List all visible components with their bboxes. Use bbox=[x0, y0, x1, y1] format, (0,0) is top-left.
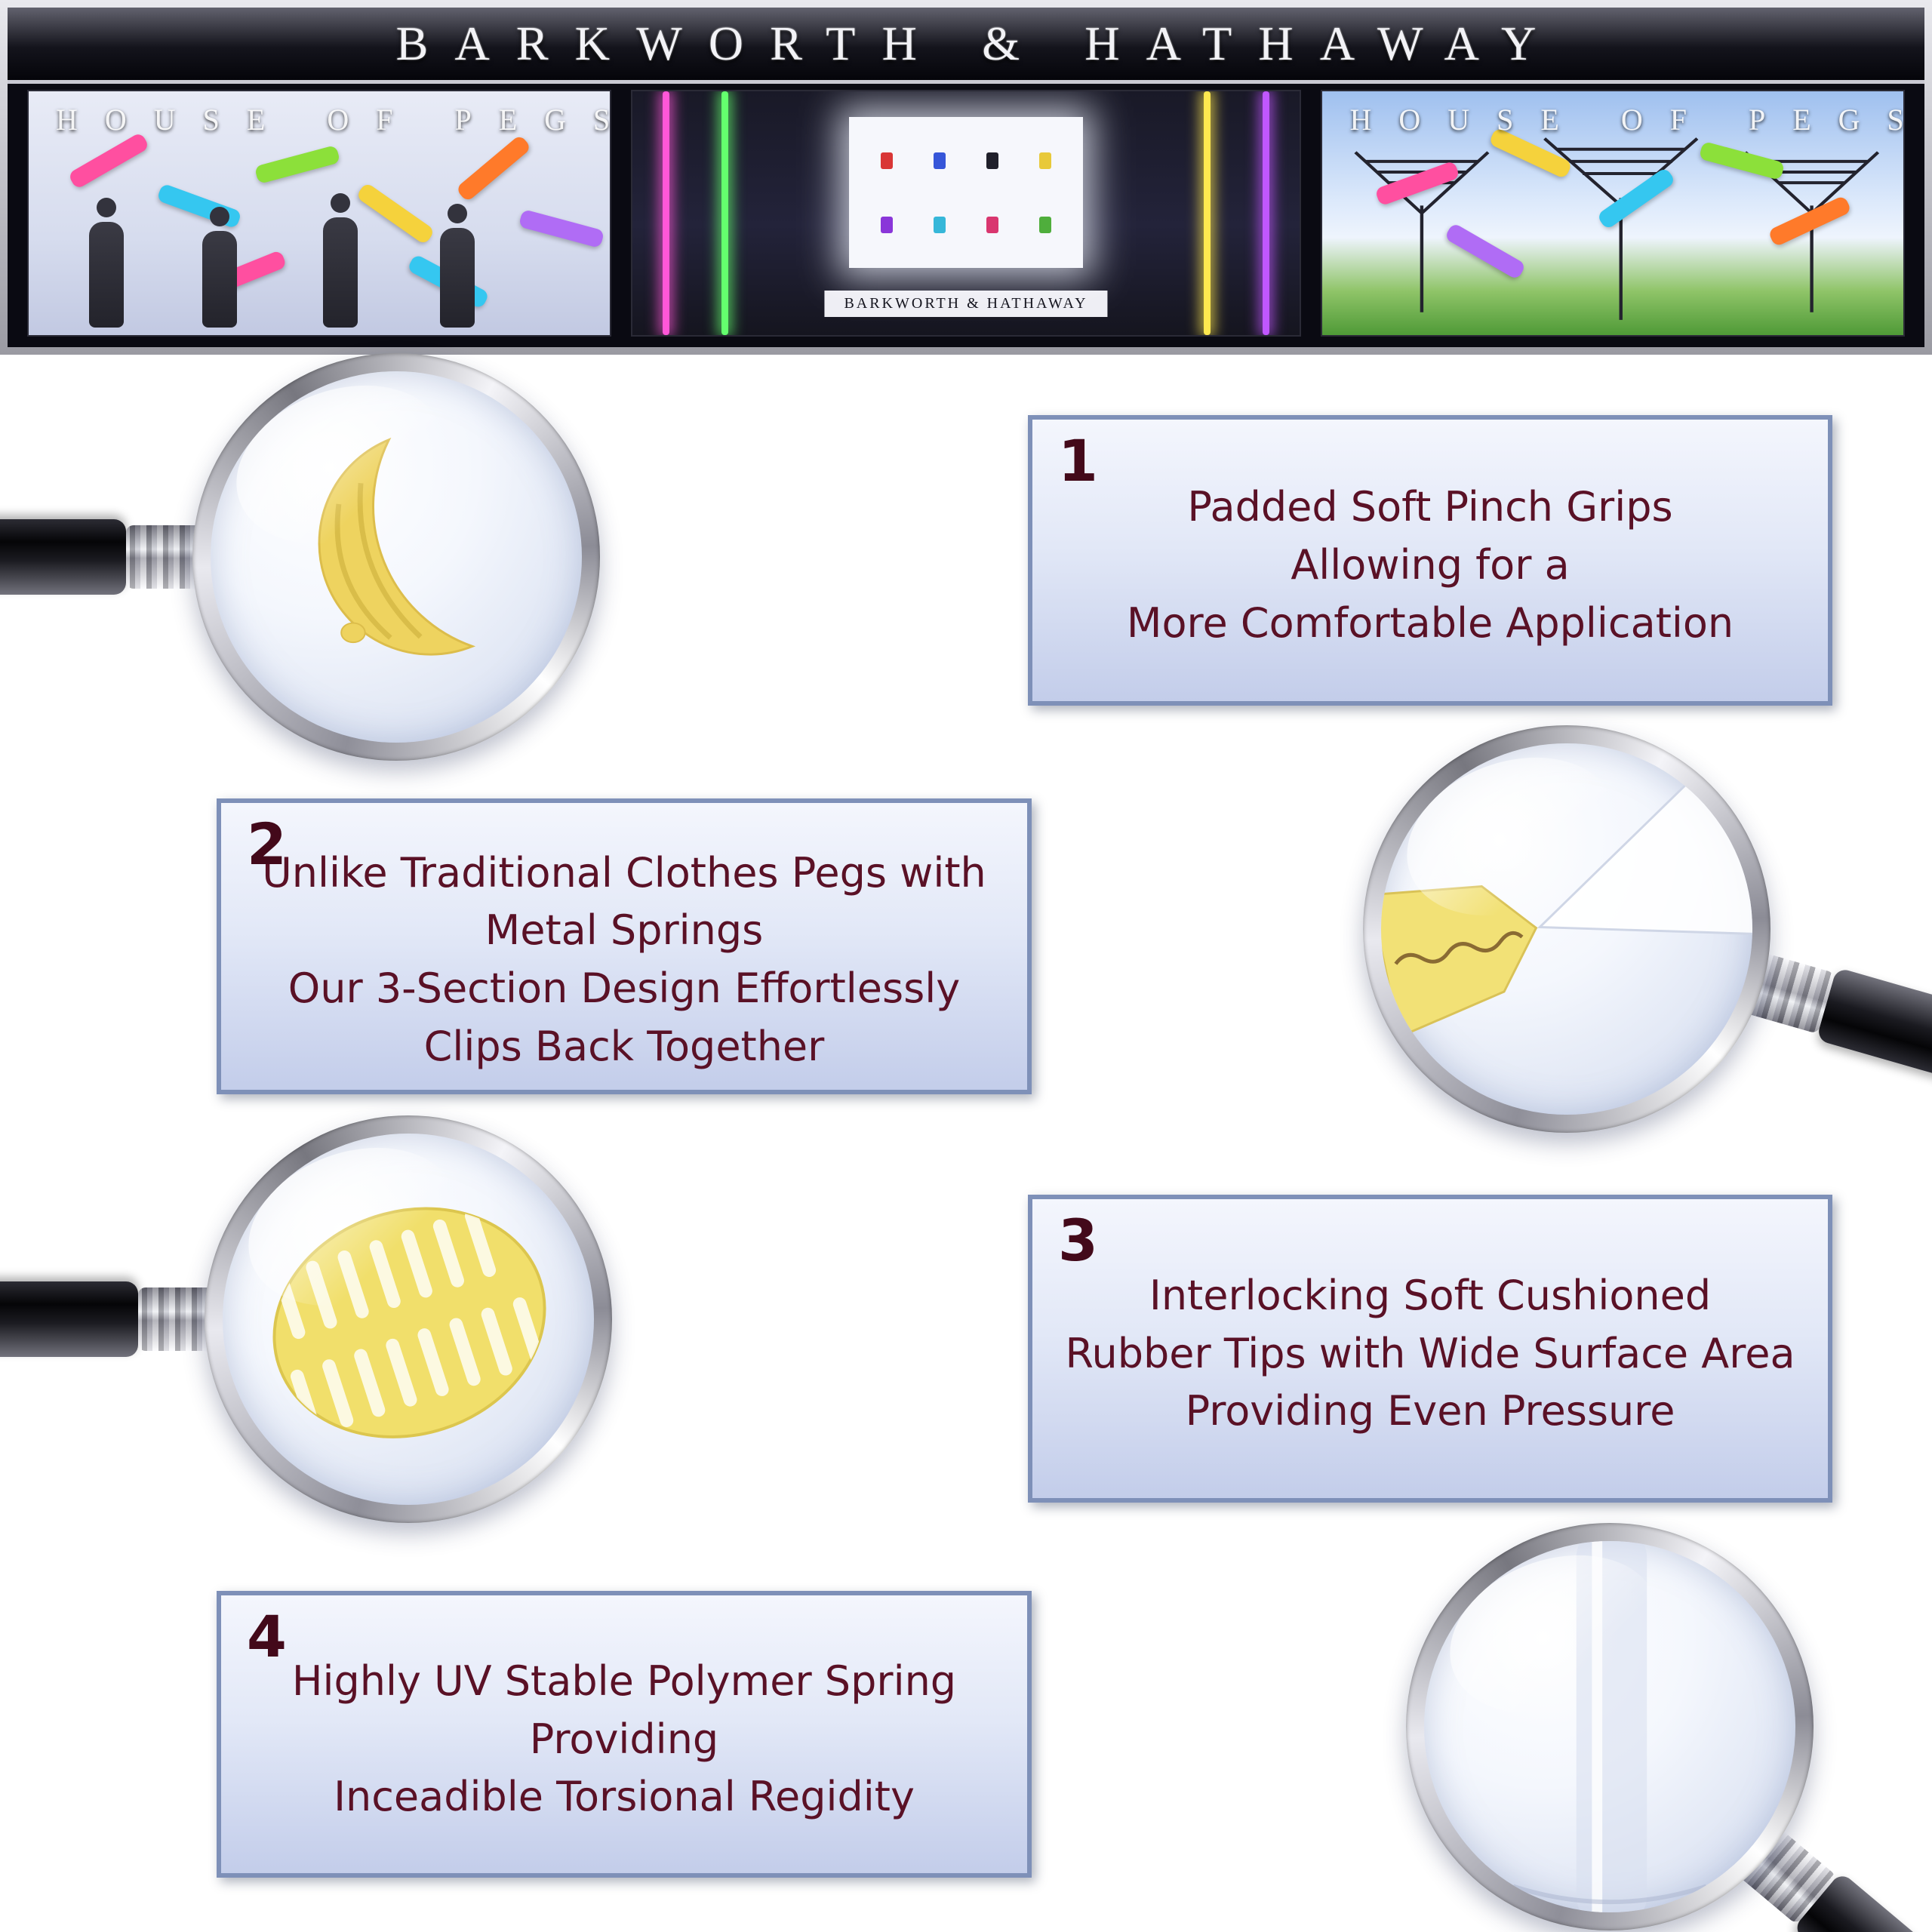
shelf-product bbox=[934, 216, 946, 233]
mannequin-silhouette bbox=[202, 207, 237, 328]
peg-decoration bbox=[254, 144, 341, 185]
neon-strip bbox=[1263, 91, 1270, 335]
storefront-banner: BARKWORTH & HATHAWAY HOUSE OF PEGS bbox=[0, 0, 1932, 355]
store-entrance-sign: BARKWORTH & HATHAWAY bbox=[824, 291, 1108, 317]
left-shop-window: HOUSE OF PEGS bbox=[27, 90, 611, 337]
feature-number: 2 bbox=[247, 811, 287, 878]
shelf-product bbox=[986, 216, 998, 233]
feature-line: Interlocking Soft Cushioned bbox=[1149, 1271, 1712, 1319]
peg-decoration bbox=[156, 183, 242, 229]
feature-line: Unlike Traditional Clothes Pegs with bbox=[262, 848, 986, 897]
magnifier-rubber-tip bbox=[0, 1115, 612, 1523]
shelf-product bbox=[881, 152, 893, 169]
mannequin-silhouette bbox=[89, 198, 124, 328]
peg-decoration bbox=[67, 131, 150, 190]
shelf-product bbox=[934, 152, 946, 169]
storefront-photo: HOUSE OF PEGS bbox=[8, 84, 1924, 347]
neon-strip bbox=[662, 91, 669, 335]
banner-title-bar: BARKWORTH & HATHAWAY bbox=[8, 8, 1924, 84]
magnifier-lens bbox=[223, 1134, 594, 1505]
feature-line: Rubber Tips with Wide Surface Area bbox=[1065, 1329, 1795, 1377]
feature-number: 1 bbox=[1058, 427, 1098, 494]
feature-line: Allowing for a bbox=[1291, 541, 1570, 589]
magnifier-interlocking-tips bbox=[1363, 725, 1932, 1133]
feature-box-2: 2 Unlike Traditional Clothes Pegs with M… bbox=[217, 798, 1032, 1094]
feature-number: 3 bbox=[1058, 1207, 1098, 1274]
feature-text: Unlike Traditional Clothes Pegs with Met… bbox=[221, 803, 1027, 1090]
shelf-product bbox=[881, 216, 893, 233]
magnifier-lens bbox=[1424, 1541, 1795, 1912]
feature-line: More Comfortable Application bbox=[1126, 598, 1734, 647]
neon-strip bbox=[721, 91, 728, 335]
feature-line: Providing bbox=[529, 1715, 719, 1763]
magnifier-lens-rim bbox=[205, 1115, 612, 1523]
peg-tips-closeup-graphic bbox=[1381, 751, 1752, 1038]
magnifier-lens-rim bbox=[192, 353, 600, 761]
feature-text: Highly UV Stable Polymer Spring Providin… bbox=[221, 1595, 1027, 1873]
display-shelf-wall bbox=[849, 117, 1083, 268]
pinch-grip-closeup-graphic bbox=[318, 437, 476, 656]
magnifier-lens-rim bbox=[1363, 725, 1770, 1133]
polymer-spring-closeup-graphic bbox=[1512, 1541, 1707, 1912]
shelf-product bbox=[1039, 152, 1051, 169]
peg-decoration bbox=[518, 208, 605, 249]
feature-line: Highly UV Stable Polymer Spring bbox=[291, 1657, 957, 1705]
feature-line: Padded Soft Pinch Grips bbox=[1187, 483, 1673, 531]
feature-text: Padded Soft Pinch Grips Allowing for a M… bbox=[1032, 420, 1828, 701]
feature-box-1: 1 Padded Soft Pinch Grips Allowing for a… bbox=[1028, 415, 1832, 706]
brand-title: BARKWORTH & HATHAWAY bbox=[395, 17, 1563, 70]
magnifier-lens bbox=[1381, 743, 1752, 1115]
left-window-sign: HOUSE OF PEGS bbox=[56, 103, 611, 137]
magnifier-handle bbox=[0, 519, 126, 595]
right-window-sign: HOUSE OF PEGS bbox=[1349, 103, 1906, 137]
feature-line: Our 3-Section Design Effortlessly bbox=[288, 964, 961, 1012]
peg-decoration bbox=[455, 134, 532, 203]
magnifier-pinch-grip bbox=[0, 353, 600, 761]
ribbed-grip-closeup-graphic bbox=[272, 1207, 546, 1438]
feature-number: 4 bbox=[247, 1603, 287, 1670]
mannequin-silhouette bbox=[323, 193, 358, 328]
feature-text: Interlocking Soft Cushioned Rubber Tips … bbox=[1032, 1199, 1828, 1498]
magnifier-handle bbox=[1816, 967, 1932, 1109]
shelf-product bbox=[1039, 216, 1051, 233]
feature-line: Inceadible Torsional Regidity bbox=[334, 1773, 915, 1821]
magnifier-lens-rim bbox=[1406, 1523, 1814, 1930]
peg-decoration bbox=[355, 182, 435, 245]
mannequin-silhouette bbox=[440, 204, 475, 328]
banner-frame: BARKWORTH & HATHAWAY HOUSE OF PEGS bbox=[8, 8, 1924, 347]
magnifier-lens bbox=[211, 371, 582, 743]
neon-strip bbox=[1204, 91, 1211, 335]
shelf-product bbox=[986, 152, 998, 169]
feature-box-4: 4 Highly UV Stable Polymer Spring Provid… bbox=[217, 1591, 1032, 1878]
feature-box-3: 3 Interlocking Soft Cushioned Rubber Tip… bbox=[1028, 1195, 1832, 1503]
magnifier-handle bbox=[0, 1281, 138, 1357]
feature-line: Providing Even Pressure bbox=[1185, 1387, 1675, 1435]
feature-line: Clips Back Together bbox=[423, 1022, 825, 1070]
right-shop-window: HOUSE OF PEGS bbox=[1321, 90, 1906, 337]
feature-line: Metal Springs bbox=[485, 906, 764, 955]
magnifier-polymer-spring bbox=[1406, 1523, 1932, 1932]
center-shop-entrance: BARKWORTH & HATHAWAY bbox=[630, 90, 1302, 337]
